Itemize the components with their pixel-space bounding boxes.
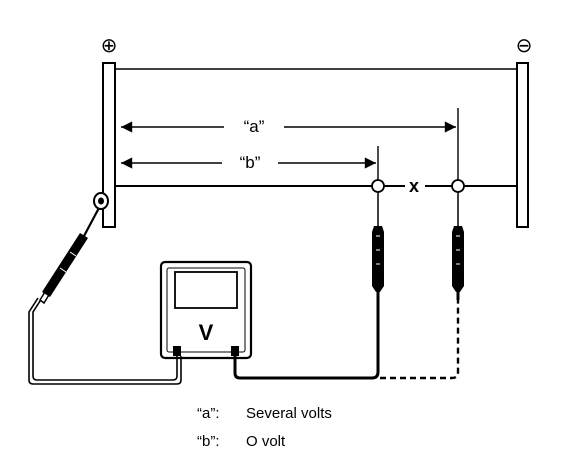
probe-point-b (371, 179, 385, 193)
meter-jack-left (173, 346, 181, 356)
clip-probe (39, 192, 109, 305)
negative-terminal-icon: ⊖ (516, 35, 533, 57)
lead-solid (233, 300, 380, 380)
negative-plate (516, 62, 529, 228)
voltmeter: V (159, 260, 253, 360)
meter-symbol: V (199, 320, 214, 345)
probe-point-a (451, 179, 465, 193)
lead-dashed (380, 300, 460, 380)
probe-b (372, 192, 384, 300)
meter-jack-right (231, 346, 239, 356)
positive-terminal-icon: ⊕ (101, 35, 118, 57)
probe-a (452, 192, 464, 300)
dimension-a-label: “a” (244, 117, 265, 136)
meter-display (174, 271, 238, 309)
dimension-b-label: “b” (240, 153, 261, 172)
ground-lead (32, 297, 178, 381)
break-mark: x (409, 176, 419, 196)
positive-plate (102, 62, 116, 228)
